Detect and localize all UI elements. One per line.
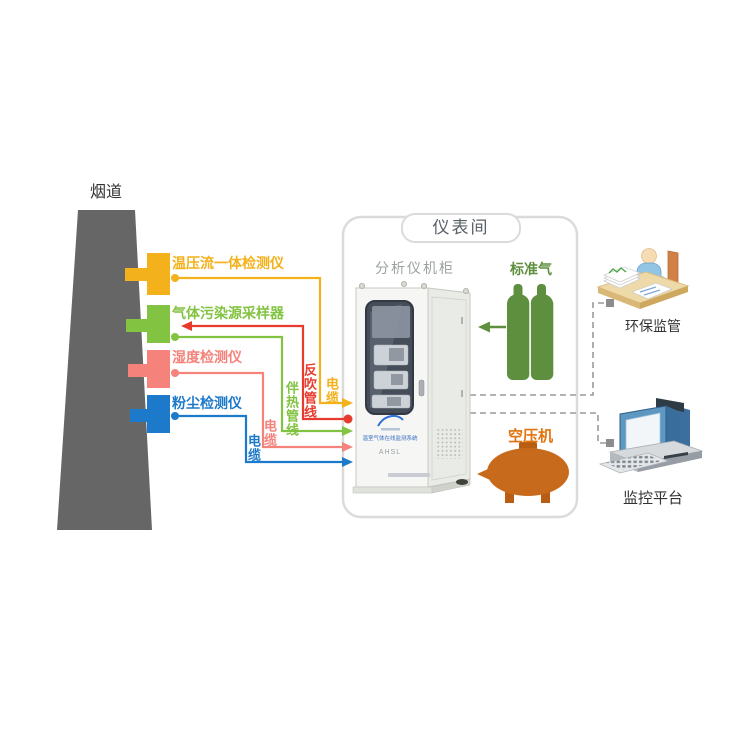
pipe-label-heat-traced: 伴热管线 [284, 381, 299, 437]
pipe-line-cable-blue [175, 414, 353, 467]
air-compressor-label: 空压机 [507, 428, 553, 445]
cabinet-hinge-2 [461, 390, 463, 397]
sensor-label-gas-sampler: 气体污染源采样器 [172, 305, 284, 321]
computer-tower-slot [656, 398, 684, 412]
pipe-label-blowback: 反吹管线 [302, 363, 317, 419]
cabinet-eyebolt-1 [358, 282, 365, 289]
cabinet-logo-text-strip [381, 428, 400, 431]
env-supervision-icon [596, 248, 690, 309]
pipe-label-cable-blue: 电缆 [246, 434, 261, 462]
sensor-blocks [125, 253, 170, 433]
env-supervision-label: 环保监管 [625, 318, 681, 334]
pipe-line-blowback [181, 321, 348, 421]
sensor-block-dust [147, 395, 170, 433]
pipe-start-dot-red [343, 414, 353, 424]
pipe-label-cable-pink: 电缆 [262, 419, 277, 447]
computer-base-slot [664, 452, 688, 459]
chimney-shape [57, 210, 152, 530]
cabinet-panel-title: 温室气体在线监测系统 [362, 436, 418, 442]
paper-stack-3 [602, 266, 642, 283]
sensor-block-temp-pressure-flow [147, 253, 170, 295]
cabinet-eyebolt-4 [462, 287, 469, 294]
desk-edge-right [640, 286, 688, 309]
computer-base-side [638, 451, 702, 472]
dashed-link-supervision-end [606, 299, 614, 307]
sensor-tab-dust [130, 409, 149, 422]
pipe-line-signal-cable-yellow [175, 276, 353, 408]
pipe-line-heat-traced [175, 335, 353, 436]
standard-gas-cylinders [507, 284, 554, 380]
instrument-room-title-tab [401, 213, 521, 243]
keyboard-keys [605, 454, 662, 470]
pipe-start-dot-blue [171, 412, 179, 420]
cabinet-company-text-strip [388, 473, 430, 477]
analyzer-cabinet-label: 分析仪机柜 [375, 260, 455, 276]
dashed-link-supervision [470, 302, 606, 396]
dashed-link-platform-end [606, 439, 614, 447]
sensor-label-temp-pressure-flow: 温压流一体检测仪 [172, 255, 284, 271]
analyzer-cabinet [352, 280, 471, 494]
desk-document [630, 282, 674, 300]
monitoring-platform-label: 监控平台 [622, 490, 683, 507]
sensor-block-humidity [147, 350, 170, 388]
cabinet-module-3-screen [387, 397, 401, 406]
person-head [641, 248, 657, 264]
sensor-tab-gas-sampler [126, 319, 149, 332]
cabinet-base-front [352, 486, 433, 494]
pipe-start-dot-pink [171, 369, 179, 377]
sensor-label-dust: 粉尘检测仪 [172, 395, 242, 411]
gas-cylinder-2-body [530, 298, 554, 380]
sensor-label-humidity: 湿度检测仪 [172, 349, 242, 365]
cabinet-eyebolt-3 [420, 282, 427, 289]
pipe-line-cable-pink [175, 371, 353, 452]
paper-green-chart-line [608, 267, 627, 274]
monitoring-platform-icon [598, 398, 704, 474]
pipe-label-cable-yellow: 电缆 [324, 377, 339, 405]
cabinet-module-top [372, 306, 410, 338]
pipe-start-dot-yellow [171, 274, 179, 282]
gas-cylinder-1-body [507, 298, 530, 380]
cabinet-module-1-screen [389, 348, 404, 361]
sensor-tab-temp-pressure-flow [125, 268, 149, 281]
sensor-tab-humidity [128, 364, 149, 377]
cabinet-logo-swoosh [377, 414, 404, 427]
chimney-label: 烟道 [90, 184, 123, 201]
cabinet-vent-grid [437, 428, 463, 459]
compressor-leg-left [505, 486, 514, 503]
desk-document-lines [639, 286, 661, 296]
instrument-room-title: 仪表间 [432, 218, 490, 237]
air-compressor [487, 442, 569, 503]
compressor-tank [487, 448, 569, 496]
cabinet-eyebolt-2 [400, 280, 407, 287]
standard-gas-label: 标准气 [510, 261, 552, 277]
cabinet-handle [418, 379, 425, 397]
dashed-link-platform [470, 412, 606, 444]
cabinet-side-door-frame [431, 296, 467, 481]
pipe-lines [175, 276, 353, 467]
pipe-start-dot-green [171, 333, 179, 341]
desk-edge-left [598, 287, 640, 309]
compressor-leg-right [541, 486, 550, 503]
cabinet-model-text: AHSL [378, 449, 402, 456]
cabinet-foot [456, 479, 468, 485]
monitor-side [666, 406, 680, 452]
cabinet-module-2-screen [391, 374, 403, 385]
cabinet-hinge-1 [461, 317, 463, 324]
sensor-block-gas-sampler [147, 305, 170, 343]
